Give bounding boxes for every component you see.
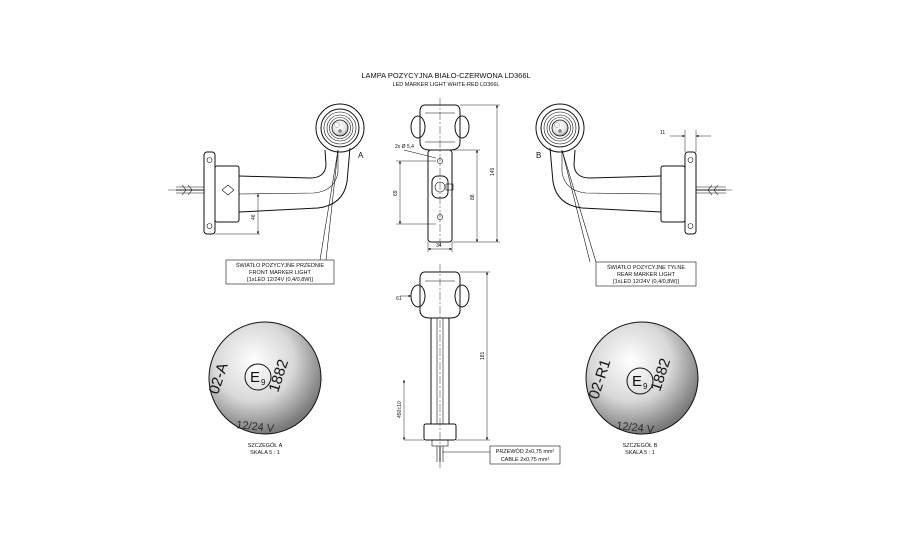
white-lens-icon [410,115,426,139]
dim-46-label: 46 [251,214,257,220]
lamp-ring-outer [320,108,360,148]
detail-lens-icon [208,321,322,435]
dim-181-label: 181 [480,351,486,360]
dim-450-label: 450±10 [397,401,403,418]
lamp-ring [326,114,354,142]
cable-label-line-2: CABLE 2x0,75 mm² [501,457,550,463]
diamond-mark-icon [221,184,235,196]
e-mark-circle [244,363,272,391]
dim-69-label: 69 [393,190,399,196]
lamp-ring-outer [540,108,580,148]
lamp-head [315,103,365,153]
front-label-line-3: [1xLED 12/24V (0,4/0,8W)] [247,277,313,283]
title-line-1: LAMPA POZYCYJNA BIAŁO-CZERWONA LD366L [361,71,530,80]
detail-a-scale: SKALA 5 : 1 [250,450,280,456]
rear-label-line-3: [1xLED 12/24V (0,4/0,8W)] [613,279,679,285]
detail-b-mark-sub: 9 [643,382,648,391]
detail-a-voltage: 12/24 V [236,419,276,435]
label-box [489,445,561,465]
label-box [225,259,335,285]
mount-hole-icon [206,223,213,229]
base-plate [203,151,216,235]
view-letter-a: A [358,151,364,160]
leader-line [403,149,437,159]
detail-a-mark: E [250,369,260,386]
label-box [595,261,697,287]
detail-a-caption: SZCZEGÓŁ A [248,442,283,449]
arm-bottom-edge [549,147,662,213]
mount-hole-icon [206,157,213,163]
lamp-body [419,271,461,319]
title-line-2: LED MARKER LIGHT WHITE-RED LD366L [393,82,500,88]
rear-view-b: 11 B [535,103,732,263]
flange [660,165,686,223]
rear-label-line-1: ŚWIATŁO POZYCYJNE TYLNE [607,263,685,271]
red-lens-icon [454,284,470,308]
dim-145-label: 145 [490,167,496,176]
leader-line [561,149,591,263]
front-view-a: 46 A [168,103,365,261]
detail-a-mark-sub: 9 [261,378,266,387]
arm-bottom-edge [238,147,351,213]
drawing-title: LAMPA POZYCYJNA BIAŁO-CZERWONA LD366L LE… [361,71,530,88]
lens-icon [551,119,569,137]
dim-61-label: 61 [396,296,402,302]
dim-34-label: 34 [436,243,442,249]
front-label-line-1: ŚWIATŁO POZYCYJNE PRZEDNIE [236,261,325,269]
detail-lens-icon [585,321,699,435]
mount-hole-icon [687,157,694,163]
bottom-side-view: 181 61 450±10 [396,264,490,470]
clip [445,183,454,191]
lens-highlight [554,122,560,128]
detail-b-voltage: 12/24 V [616,420,656,436]
white-lens-icon [410,284,426,308]
detail-b-caption: SZCZEGÓŁ B [623,442,658,449]
cable-label-line-1: PRZEWÓD 2x0,75 mm² [496,448,555,455]
leader-line [319,149,339,261]
lamp-head [535,103,585,153]
arm-mid-line [561,150,662,195]
arm-top-edge [573,149,662,179]
arm-top-edge [238,149,327,179]
dim-hole-label: 2x Ø 5,4 [395,144,414,150]
red-lens-icon [454,115,470,139]
leader-line [325,149,339,261]
dim-11-label: 11 [660,130,665,136]
view-letter-b: B [536,151,541,160]
arm-mid-line [238,150,339,195]
cable-label: PRZEWÓD 2x0,75 mm² CABLE 2x0,75 mm² [489,445,561,465]
rear-label-line-2: REAR MARKER LIGHT [617,272,676,278]
lamp-ring [543,111,577,145]
lens-highlight [334,122,340,128]
base-plate [684,151,697,235]
lamp-ring [546,114,574,142]
detail-b-scale: SKALA 5 : 1 [625,450,655,456]
led-icon [558,129,562,133]
e-mark-circle [626,367,654,395]
leader-line [561,149,597,263]
rear-marker-label: ŚWIATŁO POZYCYJNE TYLNE REAR MARKER LIGH… [595,261,697,287]
led-icon [338,129,342,133]
lamp-ring [549,117,571,139]
detail-b-mark: E [632,373,642,390]
front-label-line-2: FRONT MARKER LIGHT [249,270,311,276]
front-marker-label: ŚWIATŁO POZYCYJNE PRZEDNIE FRONT MARKER … [225,259,335,285]
lamp-ring [329,117,351,139]
detail-b: 02-R1 E 9 1882 12/24 V SZCZEGÓŁ B SKALA … [585,321,699,456]
dim-88-label: 88 [470,194,476,200]
lamp-ring [323,111,357,145]
detail-a: 02-A E 9 1882 12/24 V SZCZEGÓŁ A SKALA 5… [206,321,322,456]
side-view: 145 88 69 34 2x Ø 5,4 [393,98,500,252]
lens-icon [331,119,349,137]
mount-hole-icon [687,223,694,229]
